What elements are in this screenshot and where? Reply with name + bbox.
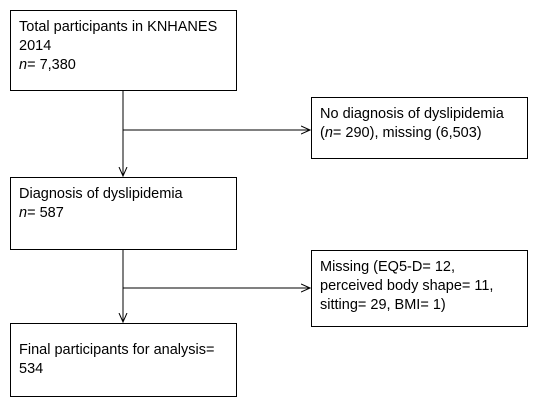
no-diagnosis-count-values: = 290), missing (6,503) [332, 125, 482, 141]
final-participants-count: 534 [19, 361, 44, 377]
total-participants-year: 2014 [19, 38, 52, 54]
final-participants-box: Final participants for analysis= 534 [10, 323, 237, 397]
total-participants-title: Total participants in KNHANES [19, 19, 218, 35]
diagnosis-box: Diagnosis of dyslipidemia n= 587 [10, 177, 237, 250]
total-participants-box: Total participants in KNHANES 2014 n= 7,… [10, 10, 237, 91]
missing-line-1: Missing (EQ5-D= 12, [320, 259, 455, 275]
final-participants-title: Final participants for analysis= [19, 342, 215, 358]
n-value: = 587 [27, 205, 64, 221]
missing-line-2: perceived body shape= 11, [320, 278, 494, 294]
no-diagnosis-exclusion-box: No diagnosis of dyslipidemia (n= 290), m… [311, 97, 528, 159]
n-label: n [324, 125, 333, 141]
diagnosis-count: n= 587 [19, 204, 228, 223]
diagnosis-title: Diagnosis of dyslipidemia [19, 186, 183, 202]
total-participants-count: n= 7,380 [19, 56, 228, 75]
missing-exclusion-box: Missing (EQ5-D= 12, perceived body shape… [311, 250, 528, 327]
paren-open: ( [320, 125, 325, 141]
n-value: = 7,380 [27, 57, 76, 73]
missing-line-3: sitting= 29, BMI= 1) [320, 297, 446, 313]
n-label: n [19, 205, 28, 221]
no-diagnosis-title: No diagnosis of dyslipidemia [320, 106, 504, 122]
no-diagnosis-counts: (n= 290), missing (6,503) [320, 124, 519, 143]
n-label: n [19, 57, 28, 73]
